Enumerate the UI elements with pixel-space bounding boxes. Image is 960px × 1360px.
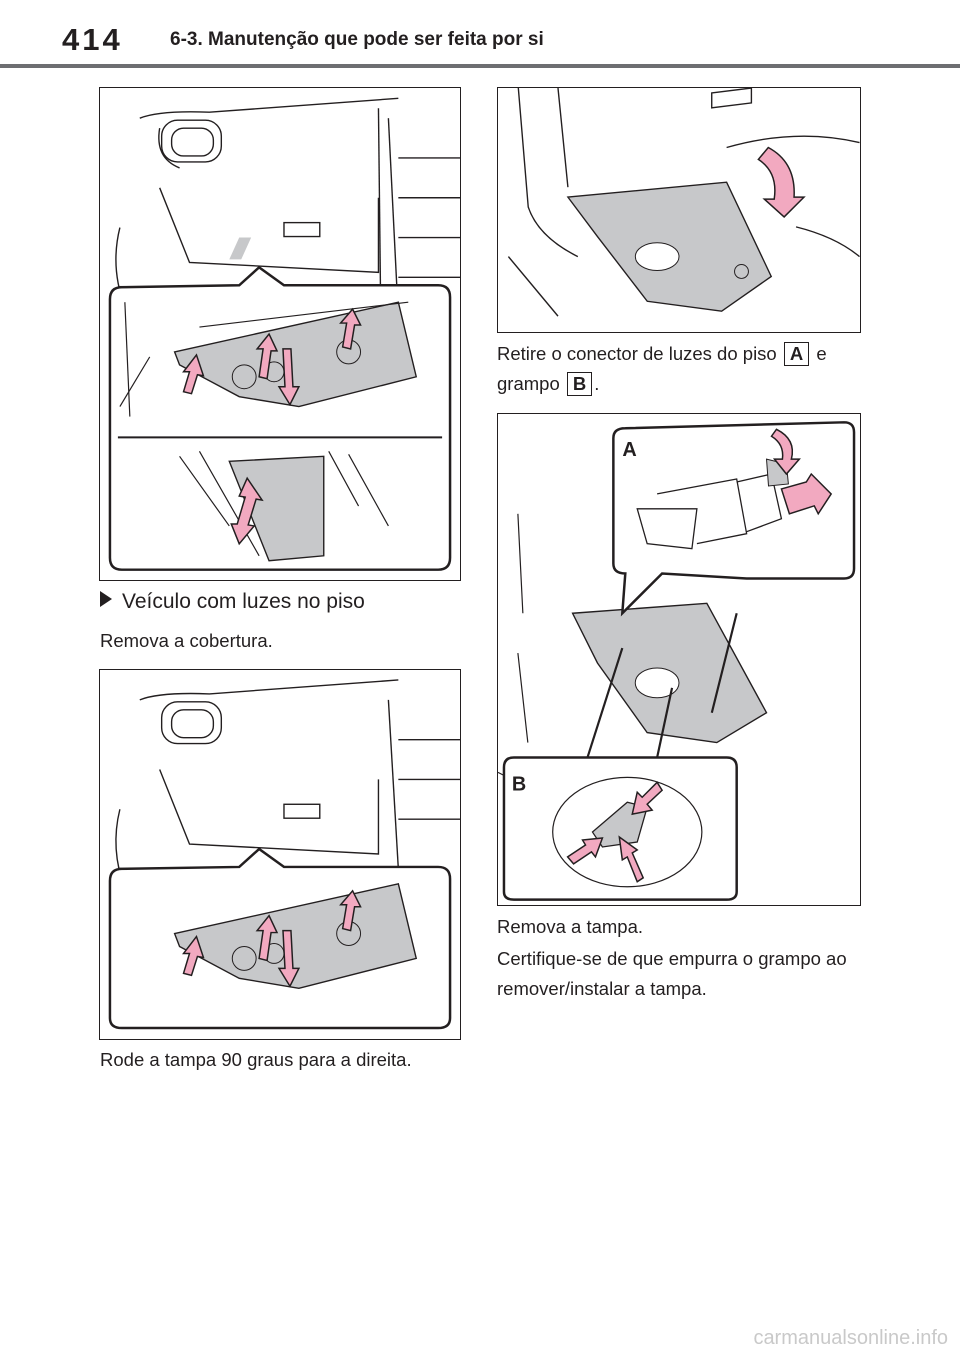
watermark: carmanualsonline.info bbox=[753, 1327, 948, 1349]
step-remove-lid: Remova a tampa. bbox=[497, 916, 644, 937]
figure-remove-cover-drawing bbox=[108, 97, 460, 571]
step-remove-connector-text3: grampo bbox=[497, 373, 560, 394]
figure-remove-cover bbox=[99, 87, 461, 581]
callout-b: B bbox=[512, 773, 526, 795]
step-remove-cover: Remova a cobertura. bbox=[100, 630, 273, 651]
step-remove-connector-text4: . bbox=[594, 373, 600, 394]
step-rotate-lid: Rode a tampa 90 graus para a direita. bbox=[100, 1049, 412, 1070]
figure-rotate-lid-drawing bbox=[108, 679, 460, 1030]
note-push-clip: Certifique-se de que empurra o grampo ao… bbox=[497, 948, 847, 999]
figure-connector-detail-drawing: A B bbox=[498, 421, 856, 901]
figure-connector-detail: A B bbox=[497, 413, 861, 906]
step-remove-connector-text1: Retire o conector de luzes do piso bbox=[497, 343, 777, 364]
bullet-heading: Veículo com luzes no piso bbox=[100, 590, 365, 614]
bullet-heading-text: Veículo com luzes no piso bbox=[122, 590, 365, 613]
figure-lid-rotation bbox=[497, 87, 861, 333]
figure-rotate-lid bbox=[99, 669, 461, 1040]
page-number: 414 bbox=[62, 22, 123, 57]
figure-lid-rotation-drawing bbox=[507, 88, 860, 317]
label-a: A bbox=[783, 342, 810, 366]
step-remove-connector: Retire o conector de luzes do piso A e g… bbox=[497, 339, 867, 399]
section-title: 6-3. Manutenção que pode ser feita por s… bbox=[170, 29, 544, 50]
header-rule bbox=[0, 64, 960, 68]
callout-a: A bbox=[622, 439, 636, 461]
step-remove-connector-text2: e bbox=[816, 343, 827, 364]
label-b: B bbox=[566, 372, 593, 396]
triangle-bullet-icon bbox=[100, 591, 112, 607]
